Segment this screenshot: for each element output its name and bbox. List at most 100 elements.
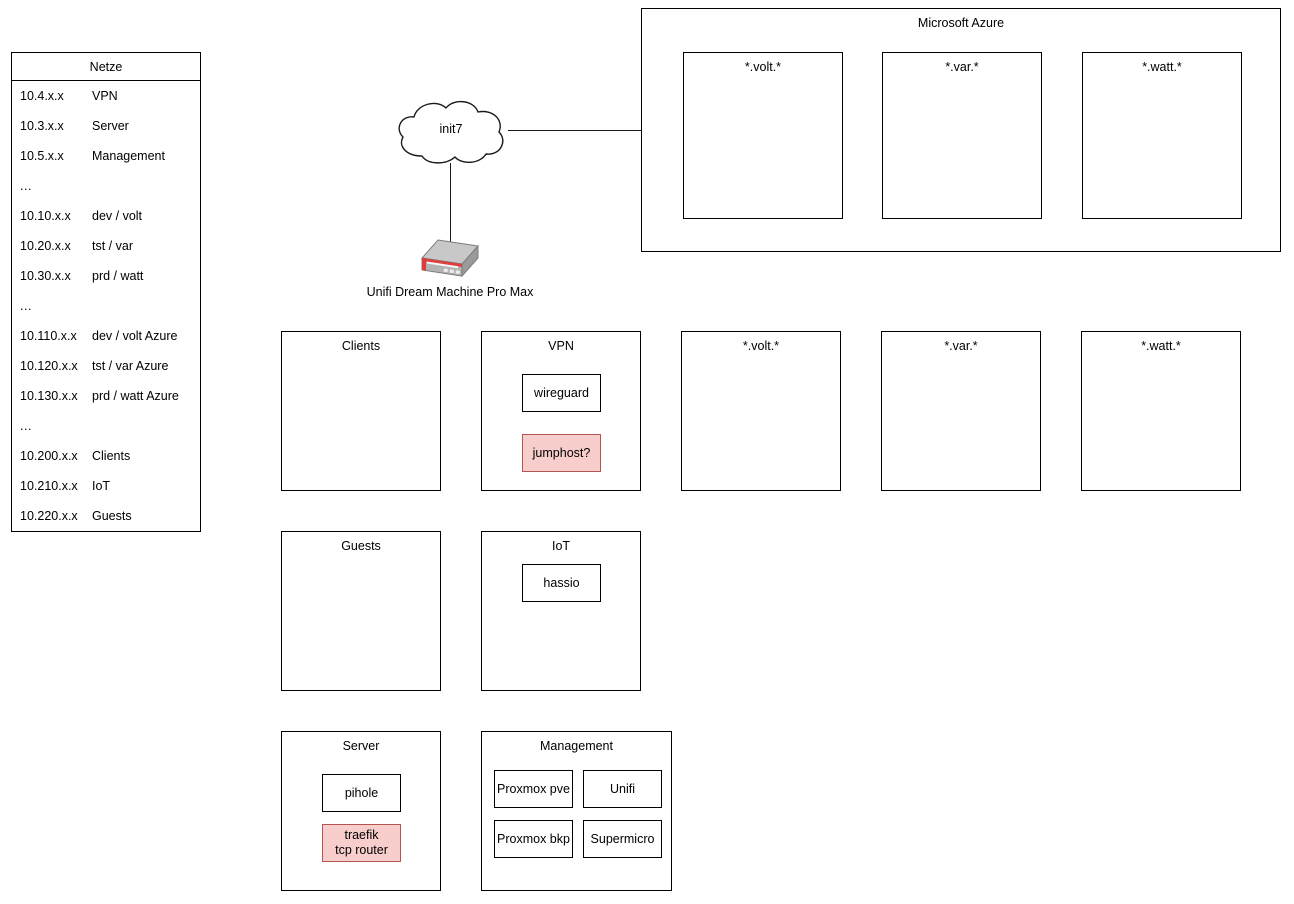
netze-name: IoT (92, 479, 111, 493)
netze-name: prd / watt (92, 269, 144, 283)
node-traefik-tcp-router[interactable]: traefik tcp router (322, 824, 401, 862)
segment-title: *.var.* (944, 339, 978, 353)
netze-cidr: 10.5.x.x (20, 149, 64, 163)
node-hassio[interactable]: hassio (522, 564, 601, 602)
netze-cidr: 10.30.x.x (20, 269, 71, 283)
segment-server: Server pihole traefik tcp router (281, 731, 441, 891)
netze-cidr: 10.210.x.x (20, 479, 78, 493)
node-label: Supermicro (590, 831, 655, 846)
azure-zone-volt: *.volt.* (683, 52, 843, 219)
link-cloud-to-azure (508, 130, 641, 131)
segment-title: Management (540, 739, 613, 753)
netze-cidr: ... (20, 179, 32, 193)
segment-title: IoT (551, 539, 571, 553)
netze-name (92, 171, 200, 201)
node-proxmox-bkp[interactable]: Proxmox bkp (494, 820, 573, 858)
segment-title: *.watt.* (1141, 339, 1181, 353)
netze-table-body: 10.4.x.x VPN 10.3.x.x Server 10.5.x.x Ma… (12, 81, 200, 531)
netze-name: Management (92, 149, 165, 163)
segment-title: *.volt.* (742, 339, 780, 353)
table-row: 10.30.x.x prd / watt (12, 261, 200, 291)
azure-zone-title: *.var.* (945, 60, 979, 74)
netze-name: Clients (92, 449, 131, 463)
node-jumphost[interactable]: jumphost? (522, 434, 601, 472)
segment-var: *.var.* (881, 331, 1041, 491)
segment-vpn: VPN wireguard jumphost? (481, 331, 641, 491)
azure-zone-title: *.watt.* (1142, 60, 1182, 74)
netze-cidr: ... (20, 419, 32, 433)
link-cloud-to-router (450, 163, 451, 243)
table-row-separator: ... (12, 291, 200, 321)
table-row: 10.10.x.x dev / volt (12, 201, 200, 231)
router-label: Unifi Dream Machine Pro Max (366, 285, 534, 299)
netze-cidr: 10.10.x.x (20, 209, 71, 223)
netze-table-title: Netze (12, 53, 200, 81)
segment-volt: *.volt.* (681, 331, 841, 491)
node-label: hassio (543, 575, 580, 590)
netze-cidr: 10.120.x.x (20, 359, 78, 373)
table-row: 10.200.x.x Clients (12, 441, 200, 471)
table-row: 10.3.x.x Server (12, 111, 200, 141)
azure-zone-watt: *.watt.* (1082, 52, 1242, 219)
segment-iot: IoT hassio (481, 531, 641, 691)
table-row-separator: ... (12, 171, 200, 201)
netze-cidr: 10.130.x.x (20, 389, 78, 403)
node-label: Proxmox bkp (497, 831, 570, 846)
azure-container: Microsoft Azure *.volt.* *.var.* *.watt.… (641, 8, 1281, 252)
table-row: 10.4.x.x VPN (12, 81, 200, 111)
node-pihole[interactable]: pihole (322, 774, 401, 812)
netze-name: tst / var Azure (92, 359, 169, 373)
netze-cidr: 10.200.x.x (20, 449, 78, 463)
segment-management: Management Proxmox pve Unifi Proxmox bkp… (481, 731, 672, 891)
segment-title: Clients (341, 339, 381, 353)
internet-cloud: init7 (392, 96, 510, 166)
table-row: 10.20.x.x tst / var (12, 231, 200, 261)
node-wireguard[interactable]: wireguard (522, 374, 601, 412)
table-row: 10.220.x.x Guests (12, 501, 200, 531)
netze-cidr: 10.110.x.x (20, 329, 77, 343)
segment-title: VPN (548, 339, 574, 353)
table-row: 10.120.x.x tst / var Azure (12, 351, 200, 381)
netze-name: dev / volt Azure (92, 329, 178, 343)
node-label: wireguard (534, 385, 589, 400)
node-label: Proxmox pve (497, 781, 570, 796)
segment-clients: Clients (281, 331, 441, 491)
netze-name: prd / watt Azure (92, 389, 179, 403)
table-row: 10.210.x.x IoT (12, 471, 200, 501)
cloud-label: init7 (439, 122, 463, 136)
netze-name (92, 291, 200, 321)
node-label: pihole (344, 785, 379, 800)
cloud-icon (398, 101, 504, 164)
netze-table: Netze 10.4.x.x VPN 10.3.x.x Server 10.5.… (11, 52, 201, 532)
netze-cidr: ... (20, 299, 32, 313)
table-row: 10.5.x.x Management (12, 141, 200, 171)
netze-name: Server (92, 119, 129, 133)
netze-cidr: 10.3.x.x (20, 119, 64, 133)
node-label: Unifi (609, 781, 635, 796)
segment-watt: *.watt.* (1081, 331, 1241, 491)
netze-cidr: 10.220.x.x (20, 509, 78, 523)
azure-zone-var: *.var.* (882, 52, 1042, 219)
unifi-dream-machine-icon (421, 239, 479, 278)
netze-name: tst / var (92, 239, 133, 253)
segment-title: Guests (341, 539, 381, 553)
node-label: jumphost? (532, 445, 591, 460)
node-supermicro[interactable]: Supermicro (583, 820, 662, 858)
azure-zone-title: *.volt.* (744, 60, 782, 74)
segment-guests: Guests (281, 531, 441, 691)
segment-title: Server (342, 739, 380, 753)
netze-name: dev / volt (92, 209, 143, 223)
netze-name: VPN (92, 89, 118, 103)
netze-name: Guests (92, 509, 132, 523)
node-proxmox-pve[interactable]: Proxmox pve (494, 770, 573, 808)
netze-cidr: 10.4.x.x (20, 89, 64, 103)
router-device-icon (420, 238, 480, 280)
table-row: 10.110.x.x dev / volt Azure (12, 321, 200, 351)
netze-cidr: 10.20.x.x (20, 239, 71, 253)
node-label: traefik tcp router (335, 828, 388, 857)
table-row-separator: ... (12, 411, 200, 441)
netze-name (92, 411, 200, 441)
table-row: 10.130.x.x prd / watt Azure (12, 381, 200, 411)
node-unifi[interactable]: Unifi (583, 770, 662, 808)
